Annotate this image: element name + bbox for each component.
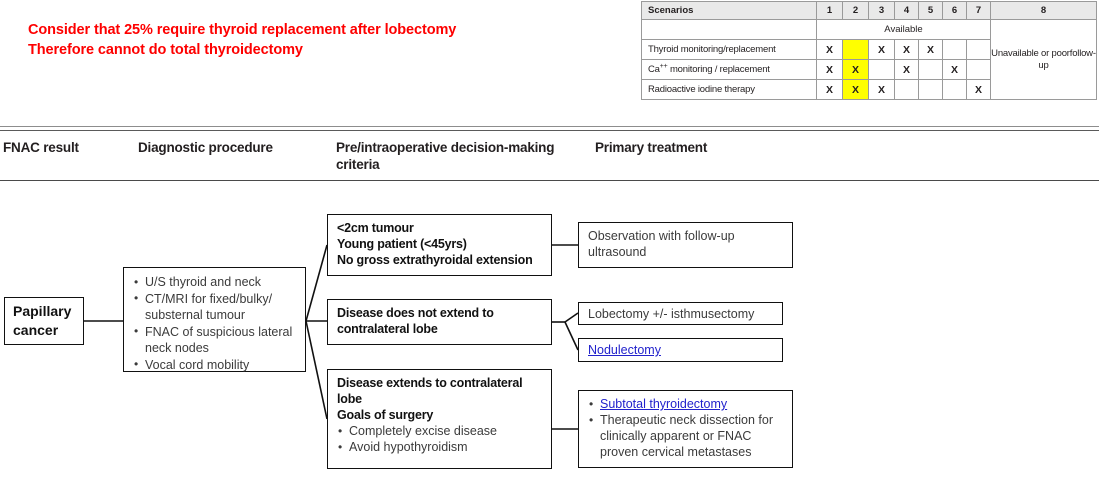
unavailable-label: Unavailable or poorfollow-up [990,19,1097,100]
table-col-header-3: 3 [868,1,895,20]
box-treatment-subtotal-thyroidectomy[interactable]: Subtotal thyroidectomy Therapeutic neck … [578,390,793,468]
box-papillary-cancer[interactable]: Papillary cancer [4,297,84,345]
table-row: Radioactive iodine therapy X X X X [641,79,1097,100]
availability-label: Available [816,19,991,40]
cell-r3c4 [894,79,919,100]
criteria-line: Disease does not extend to [337,306,494,320]
cell-r2c2: X [842,59,869,80]
list-item: Vocal cord mobility [133,356,297,374]
list-item: Therapeutic neck dissection for clinical… [588,412,784,460]
cell-r3c6 [942,79,967,100]
cell-r2c4: X [894,59,919,80]
criteria-line: contralateral lobe [337,322,438,336]
cell-r2c7 [966,59,991,80]
cell-r3c5 [918,79,943,100]
column-heading-diagnostic-procedure: Diagnostic procedure [138,140,273,155]
warning-note: Consider that 25% require thyroid replac… [28,20,588,60]
criteria-line: Young patient (<45yrs) [337,237,467,251]
column-heading-decision-criteria: Pre/intraoperative decision-making crite… [336,140,555,172]
cell-r3c3: X [868,79,895,100]
list-item: CT/MRI for fixed/bulky/ substernal tumou… [133,290,297,324]
criteria-line: No gross extrathyroidal extension [337,253,533,267]
treatment-line: ultrasound [588,245,647,259]
box-criteria-unilateral-disease[interactable]: Disease does not extend to contralateral… [327,299,552,345]
connector-crit2-to-tx3 [564,321,579,351]
cell-r2c6: X [942,59,967,80]
cell-r3c7: X [966,79,991,100]
treatment-line: Observation with follow-up [588,229,735,243]
cell-r3c1: X [816,79,843,100]
table-header-row: Scenarios 1 2 3 4 5 6 7 8 [641,1,1097,20]
treatment-line: Lobectomy +/- isthmusectomy [588,307,755,321]
table-col-header-6: 6 [942,1,967,20]
table-col-header-1: 1 [816,1,843,20]
connector-diagnostic-to-crit1 [305,244,328,322]
table-col-header-5: 5 [918,1,943,20]
list-item: U/S thyroid and neck [133,274,297,291]
link-nodulectomy[interactable]: Nodulectomy [588,343,661,357]
table-col-header-2: 2 [842,1,869,20]
box-treatment-nodulectomy[interactable]: Nodulectomy [578,338,783,362]
table-availability-row: Available Unavailable or poorfollow-up [641,19,1097,100]
availability-spacer [641,19,817,40]
table-col-header-8: 8 [990,1,1097,20]
cell-r1c7 [966,39,991,60]
cell-r2c1: X [816,59,843,80]
papillary-line-1: Papillary [13,303,72,319]
box-criteria-bilateral-disease[interactable]: Disease extends to contralateral lobe Go… [327,369,552,469]
cell-r1c5: X [918,39,943,60]
row-label-thyroid-monitoring: Thyroid monitoring/replacement [641,39,817,60]
criteria-line: <2cm tumour [337,221,414,235]
cell-r1c6 [942,39,967,60]
table-col-header-7: 7 [966,1,991,20]
list-item: Subtotal thyroidectomy [588,396,784,412]
link-subtotal-thyroidectomy[interactable]: Subtotal thyroidectomy [600,397,728,411]
criteria-line: lobe [337,392,362,406]
cell-r1c3: X [868,39,895,60]
papillary-line-2: cancer [13,322,59,338]
scenarios-table: Scenarios 1 2 3 4 5 6 7 8 Available Unav… [641,1,1097,100]
warning-note-line-2: Therefore cannot do total thyroidectomy [28,42,303,58]
box-diagnostic-procedure[interactable]: U/S thyroid and neck CT/MRI for fixed/bu… [123,267,306,372]
table-row: Thyroid monitoring/replacement X X X X [641,39,1097,60]
cell-r2c5 [918,59,943,80]
table-row: Ca++ monitoring / replacement X X X X [641,59,1097,80]
cell-r2c3 [868,59,895,80]
cell-r1c1: X [816,39,843,60]
ca-suffix: monitoring / replacement [667,64,770,75]
ca-prefix: Ca [648,64,660,75]
cell-r3c2: X [842,79,869,100]
criteria-goals-heading: Goals of surgery [337,408,434,422]
table-col-header-4: 4 [894,1,919,20]
list-item: Avoid hypothyroidism [337,439,543,455]
cell-r1c2 [842,39,869,60]
header-rule-top [0,126,1099,131]
criteria-line: Disease extends to contralateral [337,376,523,390]
row-label-ca-monitoring: Ca++ monitoring / replacement [641,59,817,80]
row-label-radioactive-iodine: Radioactive iodine therapy [641,79,817,100]
table-corner-label: Scenarios [641,1,817,20]
cell-r1c4: X [894,39,919,60]
header-rule-bottom [0,180,1099,181]
box-criteria-small-tumour[interactable]: <2cm tumour Young patient (<45yrs) No gr… [327,214,552,276]
box-treatment-lobectomy[interactable]: Lobectomy +/- isthmusectomy [578,302,783,325]
connector-diagnostic-to-crit3 [305,320,328,420]
warning-note-line-1: Consider that 25% require thyroid replac… [28,22,457,38]
connector-crit2-to-tx2 [564,312,579,323]
list-item: Completely excise disease [337,423,543,439]
list-item: FNAC of suspicious lateral neck nodes [133,323,297,357]
column-heading-primary-treatment: Primary treatment [595,140,708,155]
ca-superscript: ++ [659,62,668,70]
column-heading-fnac-result: FNAC result [3,140,79,155]
box-treatment-observation[interactable]: Observation with follow-up ultrasound [578,222,793,268]
